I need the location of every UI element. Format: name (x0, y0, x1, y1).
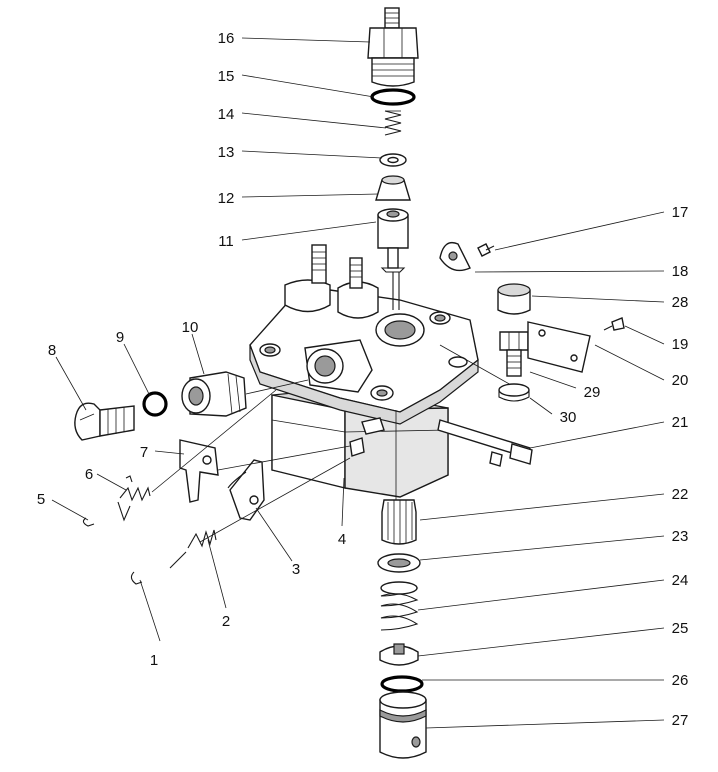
callout-18: 18 (672, 263, 689, 280)
part-1-clip (130, 571, 143, 585)
part-28-cap (497, 283, 531, 315)
callout-12: 12 (218, 190, 235, 207)
part-23-washer (377, 553, 421, 573)
part-21-rack-shaft (437, 419, 533, 467)
callout-28: 28 (672, 294, 689, 311)
callout-29: 29 (584, 384, 601, 401)
callout-16: 16 (218, 30, 235, 47)
part-25-spring-seat (379, 643, 419, 666)
part-13-washer (379, 153, 407, 167)
callout-6: 6 (85, 466, 93, 483)
callout-5: 5 (37, 491, 45, 508)
part-14-spring (384, 110, 402, 136)
part-11-valve-seat (377, 208, 409, 310)
callout-2: 2 (222, 613, 230, 630)
callout-19: 19 (672, 336, 689, 353)
callout-labels: 1 2 3 4 5 6 7 8 9 10 11 12 13 14 15 16 1… (37, 30, 689, 729)
part-20-cover-plate (527, 321, 591, 373)
part-19-screw (603, 317, 625, 331)
part-27-tappet (379, 691, 427, 759)
part-8-bolt (74, 402, 135, 441)
alignment-lines (151, 344, 521, 543)
part-2-spring (169, 529, 217, 569)
callout-4: 4 (338, 531, 346, 548)
callout-3: 3 (292, 561, 300, 578)
callout-21: 21 (672, 414, 689, 431)
callout-14: 14 (218, 106, 235, 123)
pump-body (249, 244, 479, 498)
part-15-o-ring (370, 88, 416, 106)
callout-26: 26 (672, 672, 689, 689)
part-29-bolt (499, 331, 529, 377)
callout-25: 25 (672, 620, 689, 637)
leader-lines (51, 37, 665, 729)
callout-17: 17 (672, 204, 689, 221)
callout-1: 1 (150, 652, 158, 669)
callout-30: 30 (560, 409, 577, 426)
callout-15: 15 (218, 68, 235, 85)
callout-24: 24 (672, 572, 689, 589)
callout-27: 27 (672, 712, 689, 729)
part-12-valve (375, 175, 411, 201)
callout-20: 20 (672, 372, 689, 389)
part-18-gasket (439, 241, 471, 272)
part-3-lever (227, 459, 265, 521)
part-17-screw (477, 243, 495, 257)
part-5-clip (82, 517, 95, 527)
callout-7: 7 (140, 444, 148, 461)
callout-11: 11 (218, 233, 234, 250)
part-6-spring (117, 475, 151, 522)
part-22-gear (381, 499, 417, 545)
part-10-banjo-fitting (181, 371, 247, 417)
callout-23: 23 (672, 528, 689, 545)
callout-8: 8 (48, 342, 56, 359)
part-26-o-ring (380, 675, 424, 693)
part-24-spring (380, 581, 419, 631)
part-30-washer (498, 383, 530, 402)
part-9-o-ring (142, 391, 168, 417)
part-7-bracket (179, 439, 219, 503)
callout-10: 10 (182, 319, 199, 336)
part-16-delivery-valve-holder (367, 7, 419, 87)
callout-22: 22 (672, 486, 689, 503)
callout-13: 13 (218, 144, 235, 161)
callout-9: 9 (116, 329, 124, 346)
